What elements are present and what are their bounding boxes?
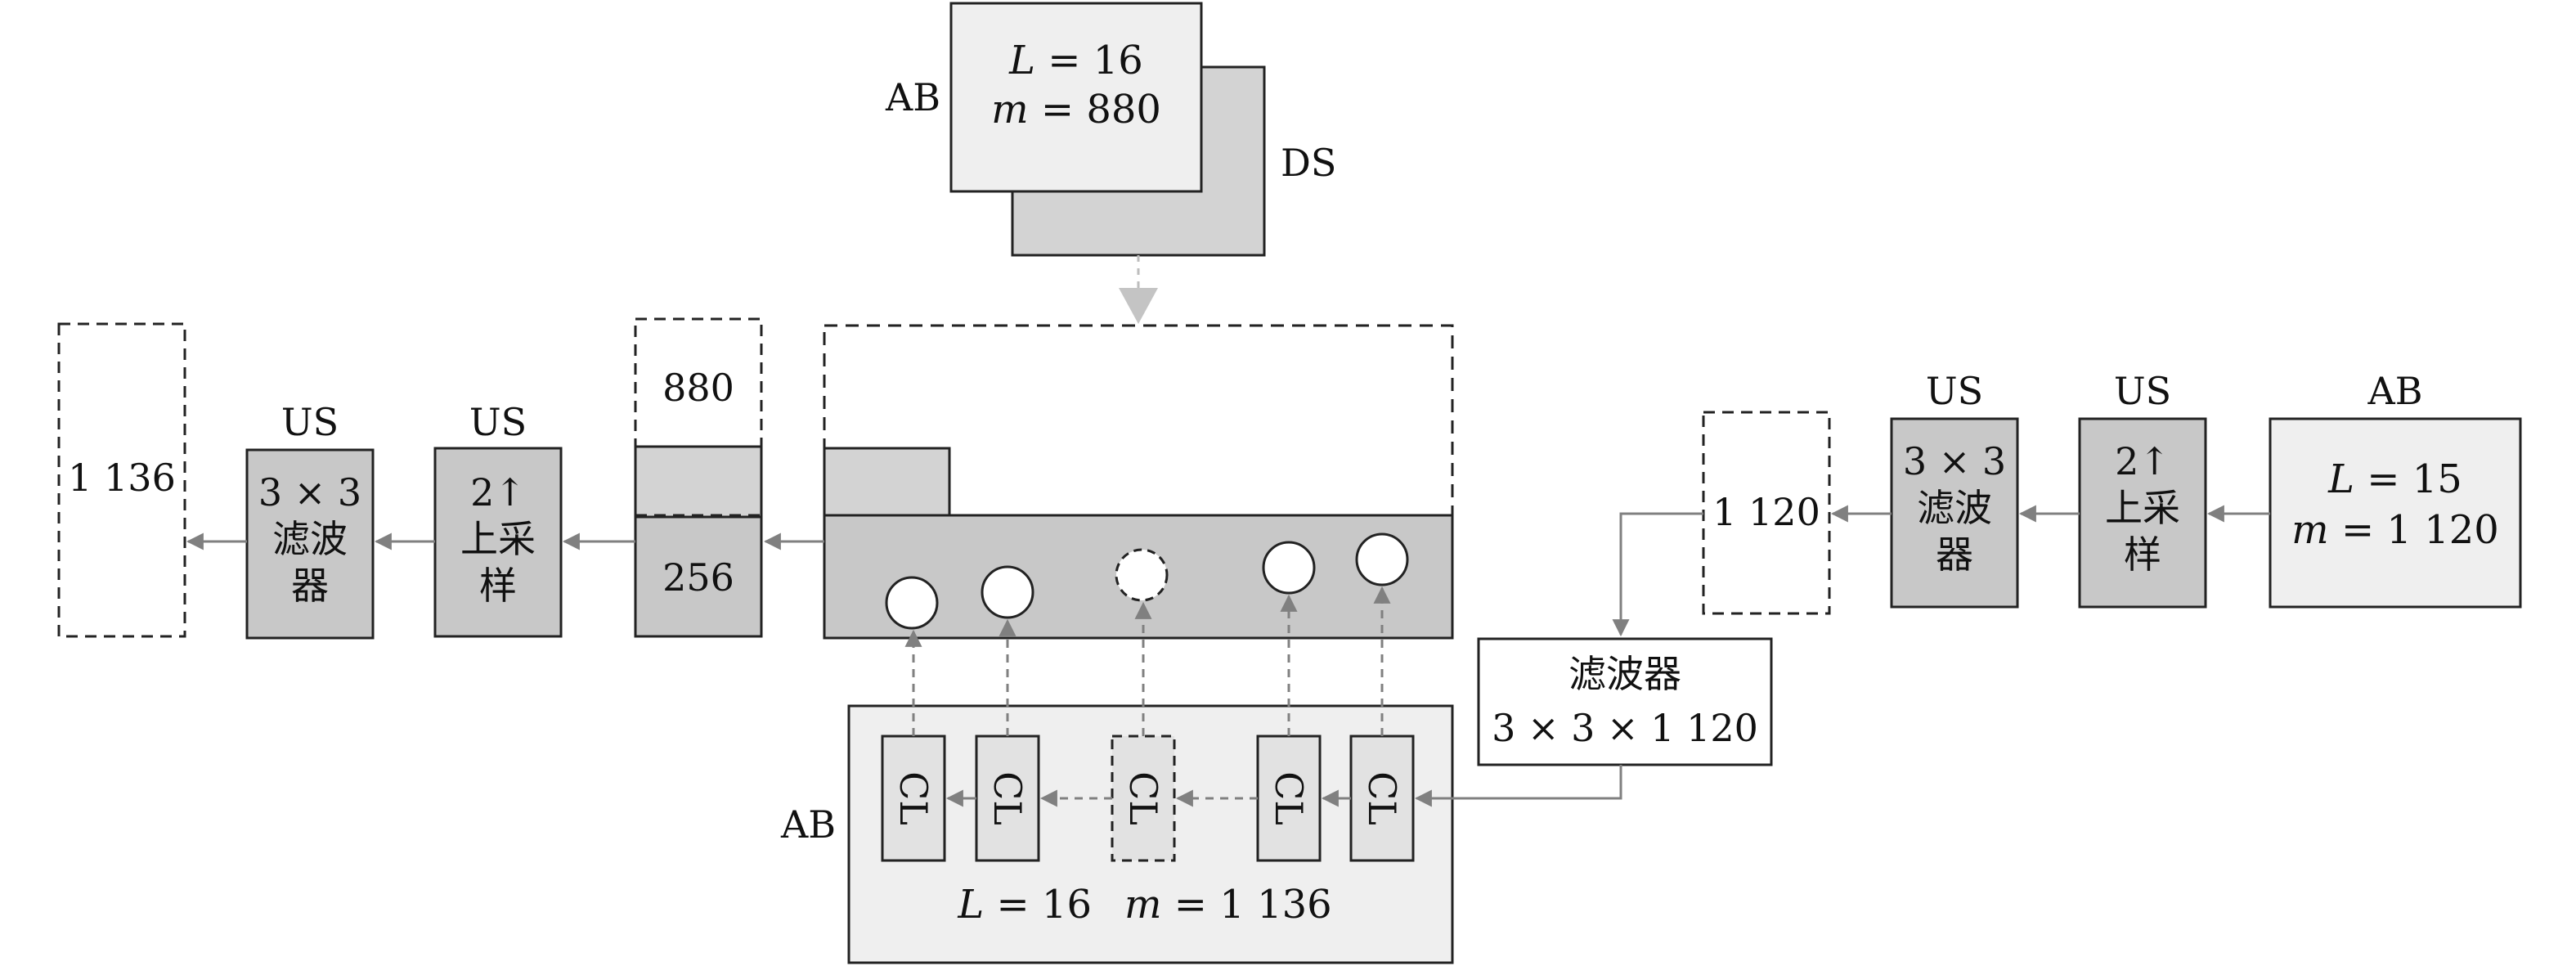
big-filter-line2: 3 × 3 × 1 120 <box>1492 706 1758 750</box>
left-filter-line2: 滤波 <box>272 517 348 561</box>
big-filter-to-cl5-arrow <box>1414 765 1622 807</box>
right-filter-line2: 滤波 <box>1917 486 1992 530</box>
right-filter-box <box>1890 417 2019 609</box>
merge-small-tab <box>823 447 951 517</box>
concat-256-box <box>634 515 763 638</box>
cl-unit-2 <box>975 735 1040 862</box>
left-upsample-block: US 2↑ 上采 样 <box>433 400 563 638</box>
merge-node-2 <box>981 565 1034 619</box>
right-ab-m-param: m = 1 120 <box>2291 507 2499 553</box>
left-filter-us-label: US <box>281 400 339 444</box>
cl-unit-5 <box>1349 735 1415 862</box>
merge-node-4 <box>1262 541 1316 595</box>
right-ab-box <box>2269 417 2522 609</box>
merge-node-1 <box>885 576 939 630</box>
left-filter-line1: 3 × 3 <box>258 470 361 514</box>
right-upsample-line3: 样 <box>2124 532 2161 577</box>
cl-unit-4-label: CL <box>1267 771 1311 825</box>
left-upsample-line1: 2↑ <box>470 470 526 514</box>
concat-880-dashed-box <box>634 317 763 448</box>
right-filter-line1: 3 × 3 <box>1903 439 2006 483</box>
big-filter-line1: 滤波器 <box>1568 652 1681 696</box>
ds-label: DS <box>1281 141 1336 185</box>
left-filter-block: US 3 × 3 滤波 器 <box>245 400 375 640</box>
right-filter-block: US 3 × 3 滤波 器 <box>1890 369 2019 609</box>
big-filter-box <box>1477 637 1773 766</box>
left-output-block: 1 136 <box>57 322 186 638</box>
concat-light-box <box>634 445 763 519</box>
right-upsample-line1: 2↑ <box>2115 439 2170 483</box>
left-output-value: 1 136 <box>68 456 176 500</box>
concat-bottom-value: 256 <box>662 555 734 600</box>
left-upsample-box <box>433 447 563 638</box>
ds-m-param: m = 880 <box>991 87 1161 133</box>
left-output-dashed-box <box>57 322 186 638</box>
left-upsample-us-label: US <box>469 400 527 444</box>
merge-block <box>823 324 1454 640</box>
right-upsample-line2: 上采 <box>2105 486 2180 530</box>
right-filter-line3: 器 <box>1936 532 1973 577</box>
cl-unit-3 <box>1111 735 1176 862</box>
right-ab-l-param: L = 15 <box>2327 456 2462 502</box>
big-filter-block: 滤波器 3 × 3 × 1 120 <box>1477 637 1773 766</box>
right-output-to-big-filter-arrow <box>1612 512 1703 637</box>
merge-node-5 <box>1355 532 1409 586</box>
ds-ab-label: AB <box>885 75 940 119</box>
concat-top-value: 880 <box>662 366 734 410</box>
right-ab-label: AB <box>2367 369 2422 413</box>
right-filter-us-label: US <box>1926 369 1983 413</box>
cl-unit-1-label: CL <box>891 771 936 825</box>
right-upsample-us-label: US <box>2114 369 2171 413</box>
cl-unit-4 <box>1256 735 1322 862</box>
ds-to-merge-arrowhead <box>1119 288 1158 324</box>
left-upsample-line2: 上采 <box>460 517 536 561</box>
right-output-block: 1 120 <box>1702 411 1831 615</box>
cl-unit-2-label: CL <box>985 771 1030 825</box>
ds-block: AB DS L = 16 m = 880 <box>885 2 1336 257</box>
cl-unit-5-label: CL <box>1360 771 1404 825</box>
concat-block: 880 256 <box>634 317 763 638</box>
ds-front-box <box>949 2 1203 193</box>
right-ab-block: AB L = 15 m = 1 120 <box>2269 369 2522 609</box>
left-upsample-line3: 样 <box>479 564 517 608</box>
merge-node-3 <box>1115 548 1169 602</box>
cl-unit-3-label: CL <box>1121 771 1165 825</box>
left-filter-line3: 器 <box>291 564 329 608</box>
ds-l-param: L = 16 <box>1008 38 1143 83</box>
right-output-value: 1 120 <box>1712 490 1820 534</box>
cl-to-merge-arrows <box>904 586 1391 736</box>
left-filter-box <box>245 448 375 640</box>
right-upsample-block: US 2↑ 上采 样 <box>2078 369 2207 609</box>
right-upsample-box <box>2078 417 2207 609</box>
ab-block-label: AB <box>780 802 836 847</box>
